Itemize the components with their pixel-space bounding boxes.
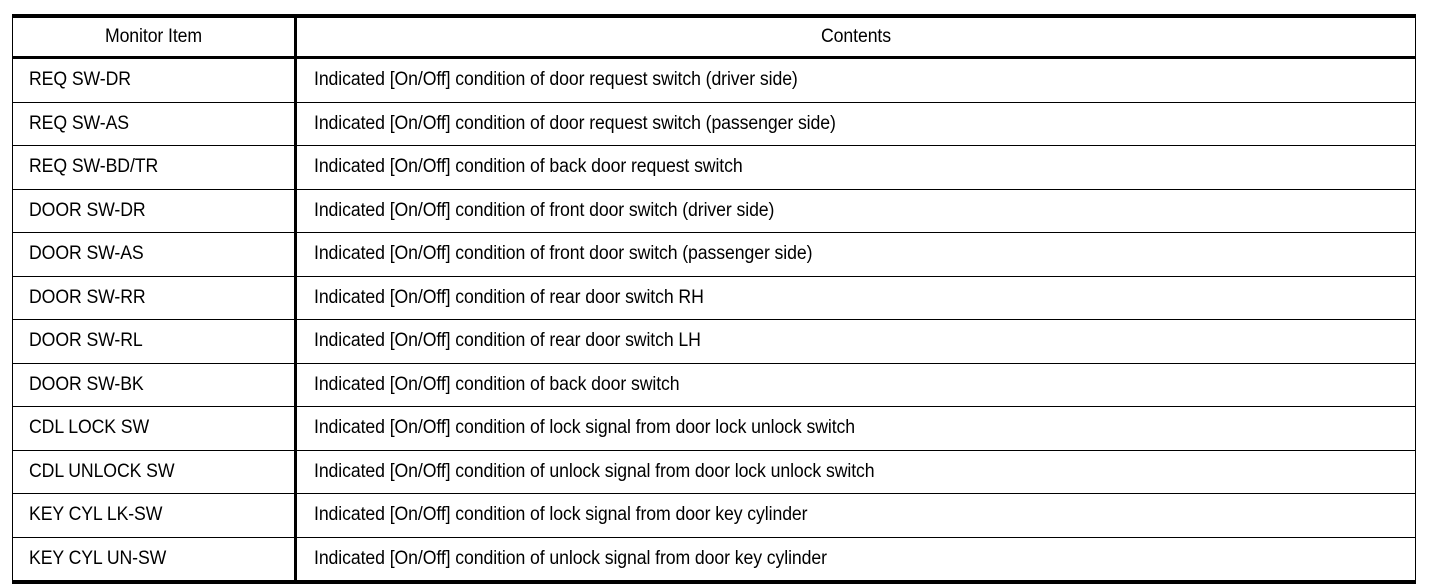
monitor-item-label: CDL LOCK SW <box>29 417 150 439</box>
contents-label: Indicated [On/Off] condition of lock sig… <box>314 504 808 526</box>
contents-label: Indicated [On/Off] condition of lock sig… <box>314 417 856 439</box>
table-row: DOOR SW-DR Indicated [On/Off] condition o… <box>12 189 1416 233</box>
table-row: REQ SW-BD/TR Indicated [On/Off] condition… <box>12 145 1416 190</box>
contents-label: Indicated [On/Off] condition of back doo… <box>314 156 743 178</box>
cell-contents: Indicated [On/Off] condition of lock sig… <box>295 406 1416 451</box>
cell-monitor-item: DOOR SW-AS <box>12 232 297 277</box>
column-header-monitor-item: Monitor Item <box>12 14 297 59</box>
contents-label: Indicated [On/Off] condition of unlock s… <box>314 547 827 569</box>
monitor-item-table: Monitor Item Contents REQ SW-DR Indicated… <box>12 14 1416 584</box>
cell-contents: Indicated [On/Off] condition of back doo… <box>295 363 1416 407</box>
monitor-item-label: KEY CYL LK-SW <box>29 504 163 526</box>
contents-label: Indicated [On/Off] condition of front do… <box>314 199 775 221</box>
cell-monitor-item: DOOR SW-DR <box>12 189 297 233</box>
cell-contents: Indicated [On/Off] condition of back doo… <box>295 145 1416 190</box>
contents-label: Indicated [On/Off] condition of unlock s… <box>314 460 875 482</box>
table-row: CDL LOCK SW Indicated [On/Off] condition … <box>12 406 1416 451</box>
contents-label: Indicated [On/Off] condition of front do… <box>314 243 813 265</box>
monitor-item-label: REQ SW-AS <box>29 112 129 134</box>
contents-label: Indicated [On/Off] condition of rear doo… <box>314 330 701 352</box>
contents-label: Indicated [On/Off] condition of back doo… <box>314 373 680 395</box>
column-header-contents-label: Contents <box>821 26 891 47</box>
cell-monitor-item: KEY CYL UN-SW <box>12 537 297 584</box>
cell-contents: Indicated [On/Off] condition of front do… <box>295 232 1416 277</box>
table-body: REQ SW-DR Indicated [On/Off] condition of… <box>12 57 1416 584</box>
monitor-item-label: DOOR SW-DR <box>29 199 146 221</box>
cell-contents: Indicated [On/Off] condition of rear doo… <box>295 319 1416 364</box>
monitor-item-label: CDL UNLOCK SW <box>29 460 175 482</box>
monitor-item-label: REQ SW-BD/TR <box>29 156 159 178</box>
table-header-row: Monitor Item Contents <box>12 14 1416 59</box>
table-row: DOOR SW-RR Indicated [On/Off] condition o… <box>12 276 1416 320</box>
table-row: KEY CYL LK-SW Indicated [On/Off] conditio… <box>12 493 1416 538</box>
table-header: Monitor Item Contents <box>12 14 1416 59</box>
cell-contents: Indicated [On/Off] condition of door req… <box>295 102 1416 146</box>
table-row: DOOR SW-RL Indicated [On/Off] condition o… <box>12 319 1416 364</box>
cell-monitor-item: DOOR SW-RL <box>12 319 297 364</box>
table-row: REQ SW-AS Indicated [On/Off] condition of… <box>12 102 1416 146</box>
cell-monitor-item: CDL UNLOCK SW <box>12 450 297 494</box>
monitor-item-label: KEY CYL UN-SW <box>29 547 167 569</box>
cell-contents: Indicated [On/Off] condition of lock sig… <box>295 493 1416 538</box>
contents-label: Indicated [On/Off] condition of door req… <box>314 112 836 134</box>
table-row: KEY CYL UN-SW Indicated [On/Off] conditio… <box>12 537 1416 584</box>
cell-contents: Indicated [On/Off] condition of front do… <box>295 189 1416 233</box>
cell-monitor-item: DOOR SW-BK <box>12 363 297 407</box>
table-row: DOOR SW-AS Indicated [On/Off] condition o… <box>12 232 1416 277</box>
cell-contents: Indicated [On/Off] condition of rear doo… <box>295 276 1416 320</box>
column-header-contents: Contents <box>295 14 1416 59</box>
cell-contents: Indicated [On/Off] condition of door req… <box>295 57 1416 103</box>
cell-monitor-item: CDL LOCK SW <box>12 406 297 451</box>
monitor-item-label: DOOR SW-RL <box>29 330 143 352</box>
monitor-item-label: REQ SW-DR <box>29 69 131 91</box>
table-row: DOOR SW-BK Indicated [On/Off] condition o… <box>12 363 1416 407</box>
cell-monitor-item: DOOR SW-RR <box>12 276 297 320</box>
cell-monitor-item: REQ SW-AS <box>12 102 297 146</box>
column-header-monitor-item-label: Monitor Item <box>104 26 203 47</box>
monitor-item-label: DOOR SW-AS <box>29 243 144 265</box>
cell-monitor-item: KEY CYL LK-SW <box>12 493 297 538</box>
monitor-item-label: DOOR SW-RR <box>29 286 146 308</box>
cell-contents: Indicated [On/Off] condition of unlock s… <box>295 450 1416 494</box>
table-row: REQ SW-DR Indicated [On/Off] condition of… <box>12 57 1416 103</box>
cell-monitor-item: REQ SW-DR <box>12 57 297 103</box>
cell-contents: Indicated [On/Off] condition of unlock s… <box>295 537 1416 584</box>
monitor-item-label: DOOR SW-BK <box>29 373 144 395</box>
table-row: CDL UNLOCK SW Indicated [On/Off] conditio… <box>12 450 1416 494</box>
contents-label: Indicated [On/Off] condition of rear doo… <box>314 286 704 308</box>
cell-monitor-item: REQ SW-BD/TR <box>12 145 297 190</box>
contents-label: Indicated [On/Off] condition of door req… <box>314 69 798 91</box>
